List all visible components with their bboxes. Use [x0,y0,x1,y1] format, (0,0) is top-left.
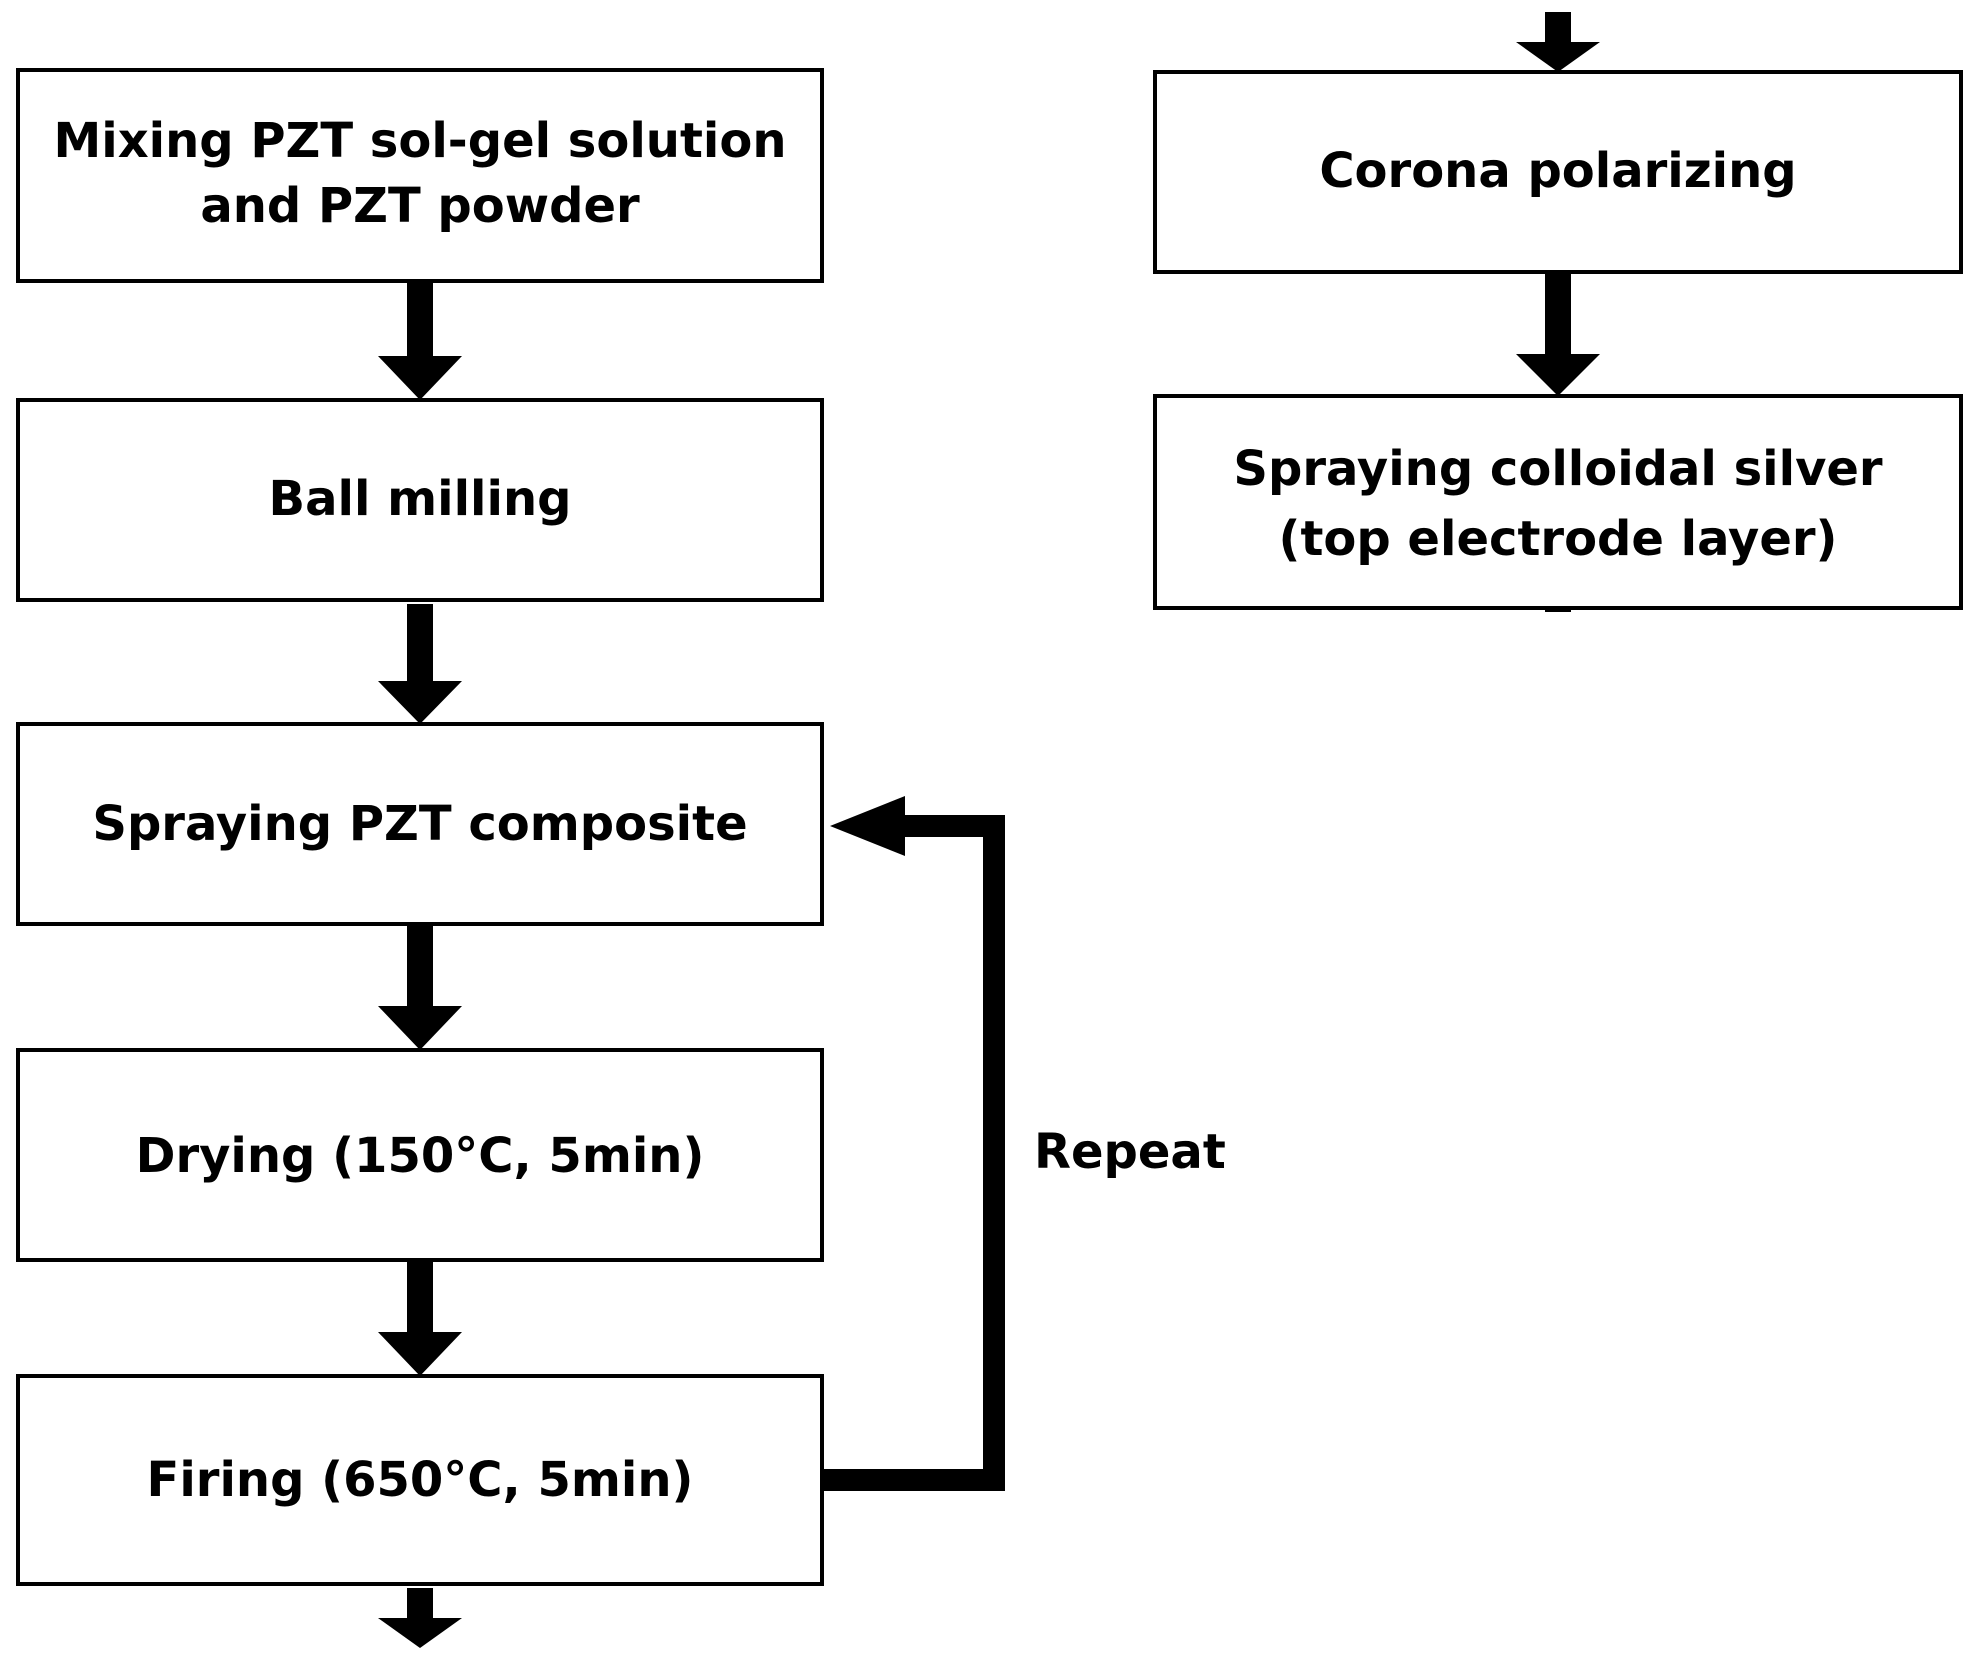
arrow-firing-exit [378,1588,462,1648]
arrow-mixing-to-milling [378,281,462,400]
step-firing-label: Firing (650°C, 5min) [147,1452,694,1508]
step-corona-box [1153,70,1963,274]
arrow-spraying-to-drying [378,924,462,1050]
arrow-milling-to-spraying [378,604,462,724]
arrow-drying-to-firing [378,1260,462,1376]
step-silver-line-1: Spraying colloidal silver [1233,441,1883,497]
step-corona: Corona polarizing [1153,70,1963,274]
step-silver: Spraying colloidal silver (top electrode… [1153,394,1963,610]
step-spraying-pzt-label: Spraying PZT composite [92,796,747,852]
step-drying: Drying (150°C, 5min) [16,1048,824,1262]
arrow-silver-stub [1545,608,1571,612]
arrow-corona-to-silver [1516,272,1600,396]
step-ball-milling-box [16,398,824,602]
step-spraying-pzt: Spraying PZT composite [16,722,824,926]
step-corona-label: Corona polarizing [1319,143,1796,199]
step-drying-label: Drying (150°C, 5min) [136,1128,705,1184]
step-ball-milling-label: Ball milling [269,471,572,527]
step-firing: Firing (650°C, 5min) [16,1374,824,1586]
repeat-loop-arrow [822,796,1005,1491]
step-mixing-line-2: and PZT powder [200,178,640,234]
step-spraying-pzt-box [16,722,824,926]
step-ball-milling: Ball milling [16,398,824,602]
step-mixing-line-1: Mixing PZT sol-gel solution [53,113,786,169]
step-mixing-box [16,68,824,283]
step-mixing: Mixing PZT sol-gel solution and PZT powd… [16,68,824,283]
repeat-label: Repeat [1034,1124,1226,1180]
step-silver-box [1153,394,1963,610]
arrow-into-corona [1516,12,1600,72]
step-silver-line-2: (top electrode layer) [1279,511,1838,567]
step-firing-box [16,1374,824,1586]
